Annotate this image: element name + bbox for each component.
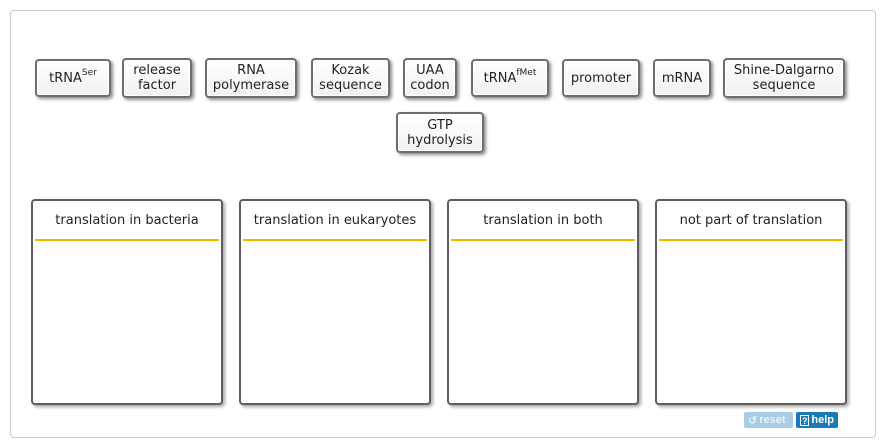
chip-release-factor[interactable]: release factor bbox=[122, 58, 192, 98]
bin-translation-eukaryotes[interactable]: translation in eukaryotes bbox=[239, 199, 431, 405]
chip-label-line1: Shine-Dalgarno bbox=[733, 63, 835, 78]
chip-label-line1: promoter bbox=[570, 70, 632, 86]
bin-drop-area[interactable] bbox=[241, 243, 429, 403]
chip-label-line2: sequence bbox=[752, 78, 816, 93]
bin-not-part-of-translation[interactable]: not part of translation bbox=[655, 199, 847, 405]
bin-title: translation in bacteria bbox=[35, 201, 219, 241]
chip-trna-ser-label: tRNASer bbox=[49, 68, 97, 86]
bin-title: not part of translation bbox=[659, 201, 843, 241]
reset-label: reset bbox=[759, 414, 786, 426]
chip-trna-fmet[interactable]: tRNAfMet bbox=[471, 59, 549, 97]
chip-promoter[interactable]: promoter bbox=[562, 59, 640, 97]
chip-trna-ser[interactable]: tRNASer bbox=[35, 59, 111, 97]
chip-label-line1: UAA bbox=[416, 63, 444, 78]
chip-mrna[interactable]: mRNA bbox=[653, 59, 711, 97]
reset-icon: ↺ bbox=[748, 414, 758, 427]
chip-label-line1: GTP bbox=[427, 117, 453, 133]
chip-label-line1: Kozak bbox=[331, 63, 370, 78]
bin-drop-area[interactable] bbox=[449, 243, 637, 403]
help-button[interactable]: ? help bbox=[796, 412, 838, 428]
chip-trna-fmet-label: tRNAfMet bbox=[483, 68, 537, 86]
bin-title: translation in both bbox=[451, 201, 635, 241]
chip-label-line1: RNA bbox=[237, 63, 265, 78]
question-icon: ? bbox=[800, 414, 810, 426]
bin-translation-bacteria[interactable]: translation in bacteria bbox=[31, 199, 223, 405]
bin-translation-both[interactable]: translation in both bbox=[447, 199, 639, 405]
bin-title: translation in eukaryotes bbox=[243, 201, 427, 241]
chip-label-line2: codon bbox=[410, 78, 450, 93]
chip-label-line1: mRNA bbox=[661, 70, 703, 86]
bin-drop-area[interactable] bbox=[657, 243, 845, 403]
help-label: help bbox=[811, 414, 834, 426]
bin-drop-area[interactable] bbox=[33, 243, 221, 403]
chip-rna-polymerase[interactable]: RNA polymerase bbox=[205, 58, 297, 98]
chip-shine-dalgarno[interactable]: Shine-Dalgarno sequence bbox=[723, 58, 845, 98]
chip-gtp-hydrolysis[interactable]: GTP hydrolysis bbox=[396, 112, 484, 153]
chip-label-line2: factor bbox=[137, 78, 177, 93]
chip-label-line2: sequence bbox=[319, 78, 382, 93]
chip-kozak-sequence[interactable]: Kozak sequence bbox=[311, 58, 390, 98]
chip-label-line1: release bbox=[133, 63, 181, 78]
chip-label-line2: hydrolysis bbox=[407, 132, 473, 148]
chip-label-line2: polymerase bbox=[212, 78, 290, 93]
reset-button[interactable]: ↺ reset bbox=[744, 412, 793, 428]
chip-uaa-codon[interactable]: UAA codon bbox=[403, 58, 457, 98]
